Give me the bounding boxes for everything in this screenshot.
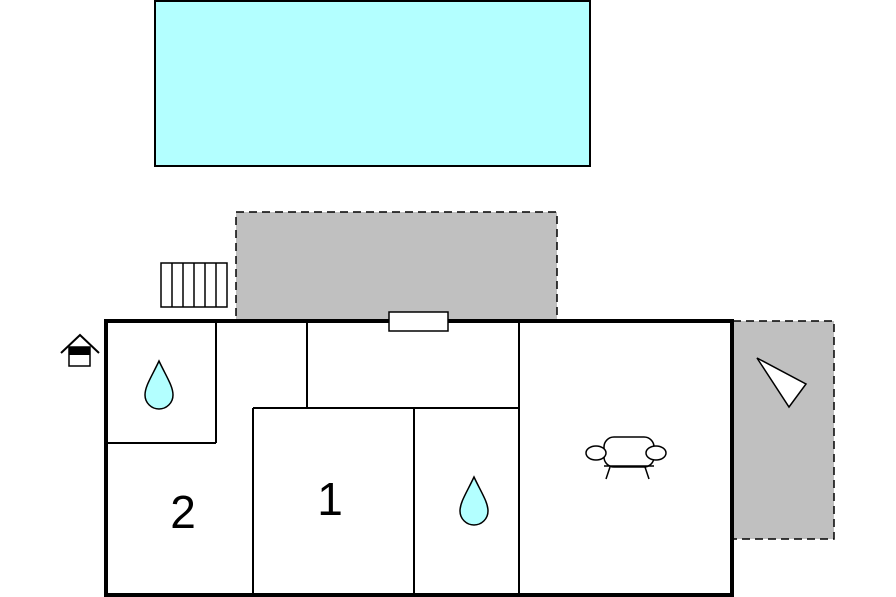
room-label-bedroom-2: 2 bbox=[170, 486, 196, 538]
swimming-pool bbox=[154, 0, 591, 167]
sun-umbrella-icon bbox=[756, 357, 808, 409]
interior-walls bbox=[106, 321, 520, 595]
water-drop-icon bbox=[144, 359, 174, 410]
terrace-top bbox=[235, 211, 558, 321]
house-entrance-icon bbox=[60, 333, 100, 367]
fireplace-icon bbox=[388, 311, 449, 332]
water-drop-icon bbox=[459, 475, 489, 526]
terrace-right bbox=[732, 320, 835, 540]
stairs-icon bbox=[160, 262, 228, 308]
room-label-bedroom-1: 1 bbox=[317, 473, 343, 525]
sofa-icon bbox=[585, 436, 667, 480]
